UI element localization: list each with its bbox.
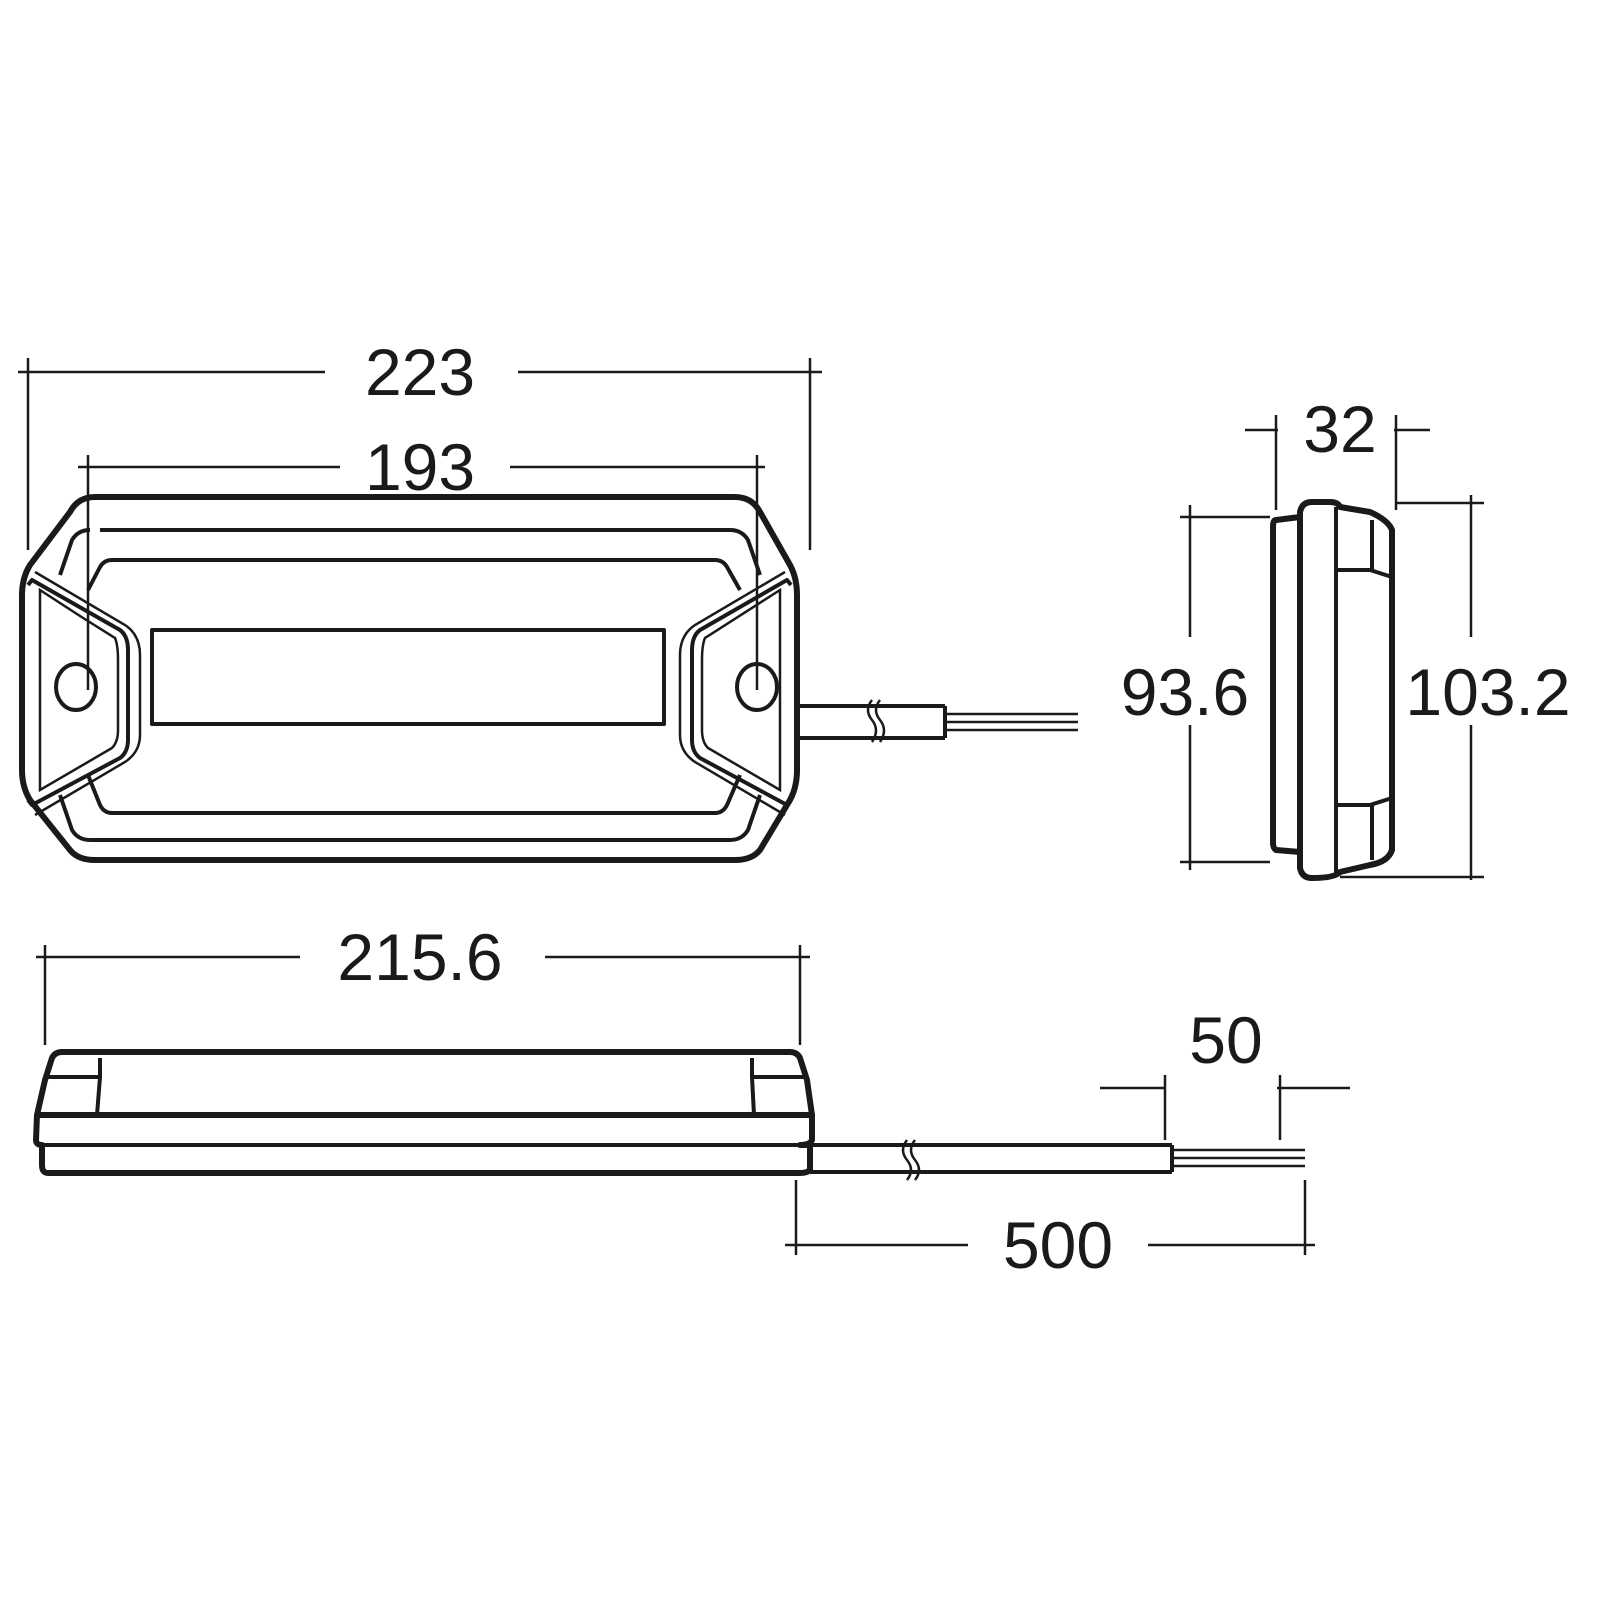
profile-view-top-part xyxy=(34,1049,815,1118)
side-view xyxy=(1270,499,1395,881)
front-view xyxy=(19,494,1078,863)
front-view-left-cap xyxy=(26,578,130,807)
dimension-label-93-6: 93.6 xyxy=(1121,655,1249,729)
front-view-inner-frame xyxy=(58,528,762,576)
dimension-label-50: 50 xyxy=(1189,1003,1262,1077)
dimension-label-193: 193 xyxy=(365,430,475,504)
dimension-wire-strip: 50 xyxy=(1100,1003,1350,1140)
dimension-overall-height: 103.2 xyxy=(1340,495,1571,880)
profile-view-base xyxy=(33,1112,815,1176)
dimension-label-215-6: 215.6 xyxy=(337,920,502,994)
front-view-left-cap-groove xyxy=(34,570,142,817)
side-view-top-cap xyxy=(1336,520,1393,579)
front-view-left-cap-inner xyxy=(38,587,120,793)
front-view-lens-top xyxy=(86,558,742,591)
profile-view-cable xyxy=(810,1139,1305,1181)
side-view-bottom-cap xyxy=(1336,796,1393,860)
front-view-right-cap-inner xyxy=(700,587,782,793)
dimension-label-32: 32 xyxy=(1303,392,1376,466)
side-view-base xyxy=(1270,514,1303,855)
dimension-base-height: 93.6 xyxy=(1121,505,1270,870)
cable-break-symbol xyxy=(901,1139,921,1181)
front-view-inner-frame-bottom xyxy=(58,794,762,842)
front-view-outer-housing xyxy=(19,494,800,863)
profile-view-left-cap xyxy=(45,1058,102,1116)
side-view-body xyxy=(1297,499,1395,881)
left-mounting-hole xyxy=(54,662,98,712)
dimension-depth: 32 xyxy=(1245,392,1430,510)
dimension-cable-length: 500 xyxy=(785,1180,1315,1282)
front-view-cable xyxy=(797,699,1078,743)
front-view-right-cap-groove xyxy=(678,570,786,817)
dimension-label-223: 223 xyxy=(365,335,475,409)
profile-view-right-cap xyxy=(750,1058,807,1116)
front-view-lens-bottom xyxy=(86,774,742,815)
dimension-label-103-2: 103.2 xyxy=(1405,655,1570,729)
profile-view xyxy=(33,1049,1305,1181)
dimension-hole-spacing: 193 xyxy=(78,430,765,690)
dimension-base-length: 215.6 xyxy=(36,920,810,1045)
front-view-light-bar xyxy=(150,628,666,726)
front-view-right-cap xyxy=(690,578,793,807)
dimension-label-500: 500 xyxy=(1003,1208,1113,1282)
cable-break-symbol xyxy=(866,699,886,743)
dimension-overall-length: 223 xyxy=(18,335,822,550)
